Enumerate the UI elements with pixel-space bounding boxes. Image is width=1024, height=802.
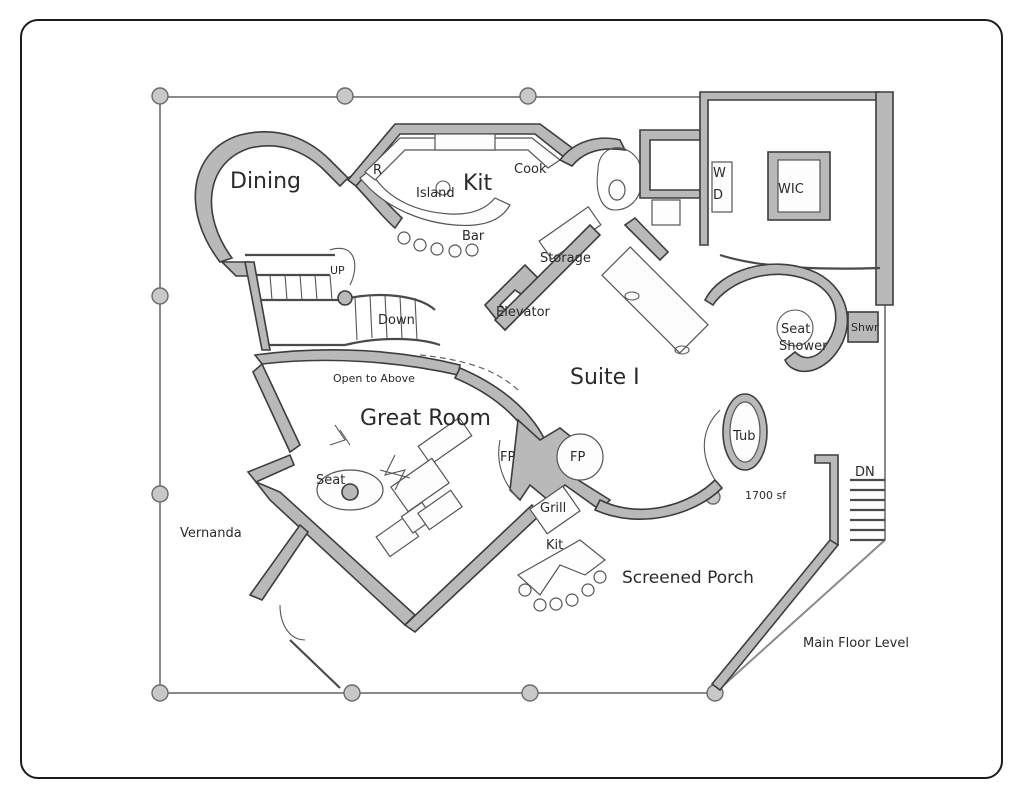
area-label: 1700 sf [745, 489, 787, 502]
great-room-furniture [316, 416, 473, 558]
kitchen-label: Kit [463, 171, 493, 196]
great-room-label: Great Room [360, 406, 491, 431]
shower-seat-label: Seat [781, 322, 810, 337]
stairs-up-label: UP [330, 264, 345, 277]
post [343, 684, 361, 702]
spiral-shower [703, 263, 879, 373]
porch-kitchen [516, 485, 607, 612]
fireplace-core [498, 418, 612, 512]
washer-label: W [713, 166, 726, 181]
shwr-label: Shwr [851, 321, 879, 334]
suite-label: Suite I [570, 365, 640, 390]
stairs-dn-label: DN [855, 465, 875, 480]
screened-porch-label: Screened Porch [622, 568, 754, 588]
post [151, 287, 169, 305]
tub [722, 393, 768, 471]
stairs [220, 247, 441, 351]
porch-kitchen-label: Kit [546, 538, 563, 553]
tub-label: Tub [732, 429, 755, 444]
veranda-label: Vernanda [180, 526, 242, 541]
open-to-above-label: Open to Above [333, 372, 415, 385]
stairs-down-label: Down [378, 313, 415, 328]
image-border [20, 19, 1003, 779]
floor-level-label: Main Floor Level [803, 636, 909, 651]
veranda-structure [248, 523, 341, 689]
dryer-label: D [713, 188, 723, 203]
room-labels: Dining Kit Island Bar Cook R Storage Ele… [180, 162, 909, 651]
post [151, 87, 169, 105]
cook-label: Cook [514, 162, 547, 177]
dining-label: Dining [230, 169, 301, 194]
veranda-posts [151, 87, 724, 702]
suite-exterior [710, 454, 885, 692]
island-label: Island [416, 186, 455, 201]
seat-label: Seat [316, 473, 345, 488]
post [521, 684, 539, 702]
post [336, 87, 354, 105]
kitchen-walls [346, 123, 577, 227]
dining-wall [194, 131, 404, 263]
storage-label: Storage [540, 251, 591, 266]
post [519, 87, 537, 105]
refrigerator-label: R [373, 163, 382, 178]
service-core [483, 129, 701, 332]
bar-label: Bar [462, 229, 485, 244]
suite-walls [593, 246, 724, 520]
elevator-label: Elevator [496, 305, 551, 320]
grill-label: Grill [540, 501, 566, 516]
post [151, 684, 169, 702]
fireplace-label: FP [500, 450, 515, 465]
bar-stools [397, 231, 479, 258]
post [151, 485, 169, 503]
great-room-walls [246, 349, 547, 634]
wic-label: WIC [778, 182, 804, 197]
fireplace-label: FP [570, 450, 585, 465]
shower-label: Shower [779, 339, 828, 354]
